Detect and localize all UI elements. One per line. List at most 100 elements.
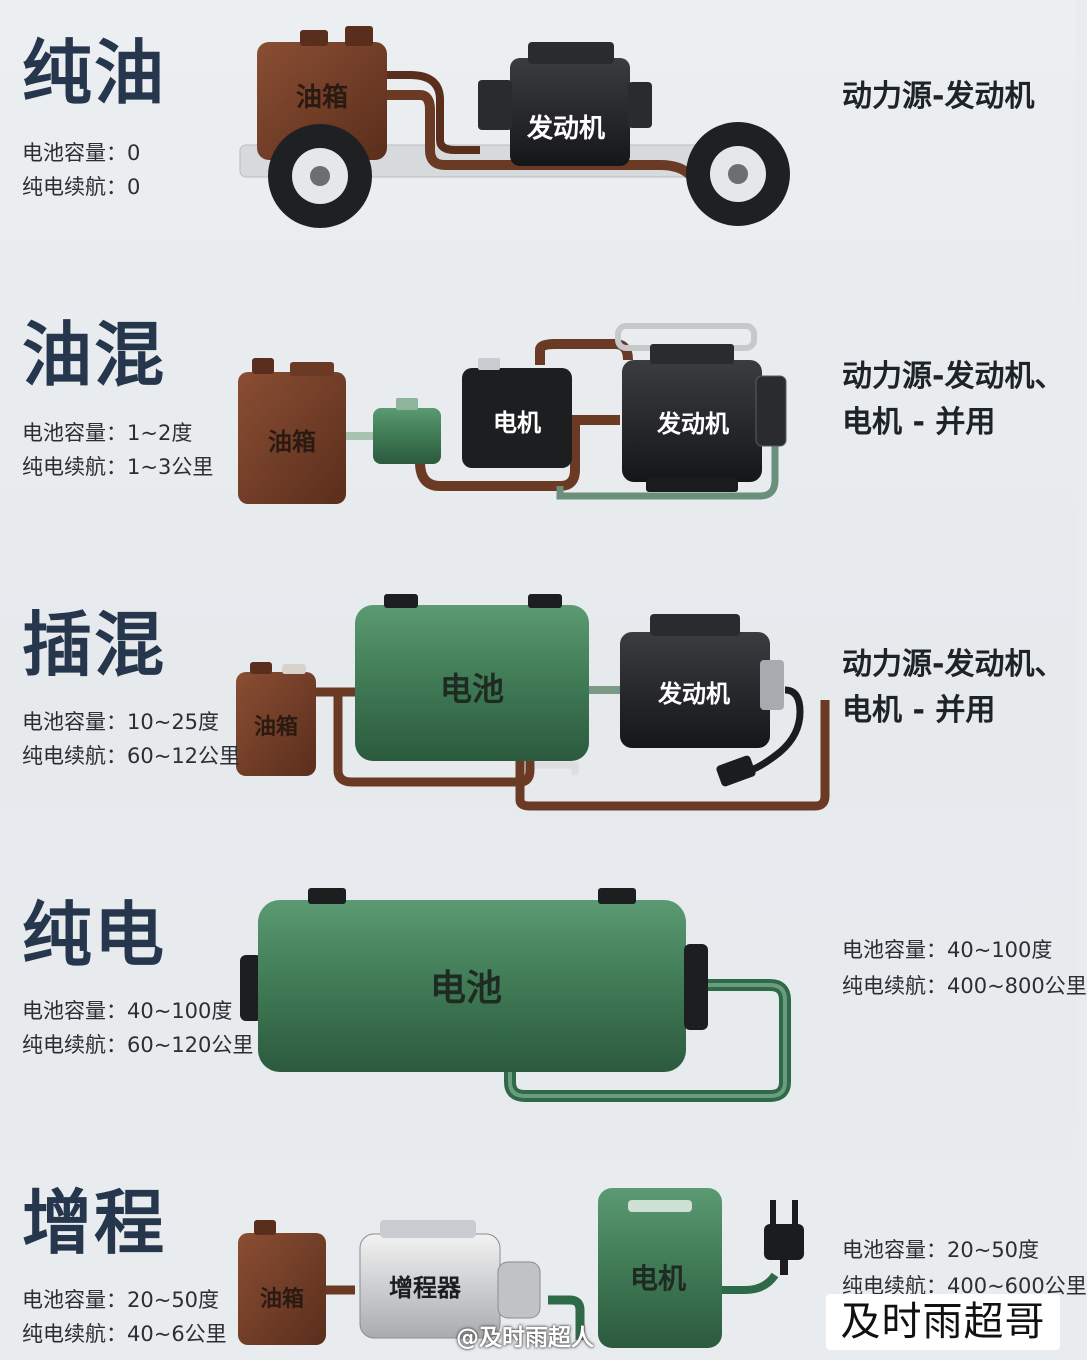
fuel-tank-cap bbox=[300, 30, 328, 46]
power-line-highlight bbox=[508, 983, 787, 1098]
section-3-specs: 电池容量：10~25度 纯电续航：60~12公里 bbox=[22, 705, 240, 773]
small-battery-terminal bbox=[396, 398, 418, 410]
battery-pack bbox=[355, 605, 589, 761]
battery-capacity: 电池容量：0 bbox=[22, 141, 141, 165]
section-1-power: 动力源-发动机 bbox=[842, 74, 1034, 120]
fuel-tank-label: 油箱 bbox=[254, 714, 298, 740]
engine-side bbox=[760, 660, 784, 710]
fuel-tank bbox=[238, 1233, 326, 1345]
engine-label: 发动机 bbox=[526, 113, 605, 144]
motor-handle bbox=[628, 1200, 692, 1212]
section-5-specs: 电池容量：20~50度 纯电续航：40~6公里 bbox=[22, 1283, 227, 1351]
watermark: @及时雨超人 bbox=[456, 1325, 594, 1351]
battery-capacity: 电池容量：40~100度 bbox=[842, 938, 1053, 962]
battery-capacity: 电池容量：20~50度 bbox=[842, 1238, 1040, 1262]
motor-label: 电机 bbox=[493, 409, 541, 437]
fuel-tank bbox=[257, 42, 387, 160]
engine-block bbox=[620, 632, 770, 748]
section-1-specs: 电池容量：0 纯电续航：0 bbox=[22, 136, 140, 204]
power-source: 动力源-发动机、 bbox=[842, 359, 1065, 394]
fuel-tank bbox=[238, 372, 346, 504]
power-line-top bbox=[535, 339, 633, 365]
plug-cord bbox=[744, 686, 804, 776]
signature-badge: 及时雨超哥 bbox=[826, 1294, 1060, 1350]
electric-range: 纯电续航：60~120公里 bbox=[22, 1033, 254, 1057]
battery-terminal bbox=[598, 888, 636, 904]
battery-terminal bbox=[308, 888, 346, 904]
motor-block bbox=[598, 1188, 722, 1348]
range-extender-side bbox=[497, 1261, 541, 1319]
fuel-return-line bbox=[333, 692, 535, 787]
wheel-center bbox=[728, 164, 748, 184]
fuel-tank-cap bbox=[345, 26, 373, 46]
plug-head bbox=[716, 755, 756, 787]
section-title-pure-oil: 纯油 bbox=[22, 32, 166, 114]
fuel-tank-label: 油箱 bbox=[296, 82, 348, 113]
engine-side bbox=[478, 80, 512, 130]
electric-range: 纯电续航：1~3公里 bbox=[22, 455, 214, 479]
small-battery bbox=[373, 408, 441, 464]
motor-terminal bbox=[478, 358, 500, 370]
battery-label: 电池 bbox=[440, 670, 504, 708]
engine-head bbox=[650, 614, 740, 636]
electric-range: 纯电续航：40~6公里 bbox=[22, 1322, 227, 1346]
plug-prong bbox=[792, 1200, 798, 1226]
battery-capacity: 电池容量：20~50度 bbox=[22, 1288, 220, 1312]
section-3-power: 动力源-发动机、 电机 - 并用 bbox=[842, 642, 1064, 734]
fuel-tank-cap bbox=[250, 662, 272, 674]
power-mode: 电机 - 并用 bbox=[842, 693, 996, 728]
section-2-specs: 电池容量：1~2度 纯电续航：1~3公里 bbox=[22, 416, 213, 484]
engine-head bbox=[650, 344, 734, 364]
section-1-art: 油箱 发动机 bbox=[239, 26, 790, 228]
engine-block bbox=[622, 360, 762, 482]
fuel-pipe-2 bbox=[385, 71, 480, 154]
engine-side bbox=[628, 82, 652, 128]
battery-terminal bbox=[528, 594, 562, 608]
coolant-line bbox=[556, 440, 779, 500]
section-title-plugin-hybrid: 插混 bbox=[22, 604, 166, 686]
power-line bbox=[515, 700, 830, 811]
engine-fan bbox=[755, 375, 787, 447]
electric-range: 纯电续航：400~800公里 bbox=[842, 974, 1087, 998]
motor-block bbox=[462, 368, 572, 468]
section-4-art: 电池 bbox=[240, 888, 791, 1102]
wheel-center bbox=[310, 166, 330, 186]
battery-label: 电池 bbox=[430, 968, 502, 1009]
battery-side-cap bbox=[684, 944, 708, 1030]
electric-range: 纯电续航：0 bbox=[22, 175, 141, 199]
section-title-oil-hybrid: 油混 bbox=[22, 314, 166, 396]
engine-label: 发动机 bbox=[657, 680, 730, 708]
fuel-tank-label: 油箱 bbox=[260, 1286, 304, 1312]
section-2-power: 动力源-发动机、 电机 - 并用 bbox=[842, 354, 1064, 446]
battery-terminal bbox=[384, 594, 418, 608]
battery-side-cap bbox=[240, 955, 262, 1021]
section-4-specs: 电池容量：40~100度 纯电续航：60~120公里 bbox=[22, 994, 253, 1062]
fuel-tank bbox=[236, 672, 316, 776]
plug-cord bbox=[720, 1272, 779, 1294]
battery-capacity: 电池容量：10~25度 bbox=[22, 710, 220, 734]
range-extender-label: 增程器 bbox=[389, 1274, 462, 1302]
fuel-pipe bbox=[385, 90, 694, 179]
battery-pack bbox=[258, 900, 686, 1072]
power-mode: 电机 - 并用 bbox=[842, 405, 996, 440]
battery-capacity: 电池容量：40~100度 bbox=[22, 999, 233, 1023]
battery-capacity: 电池容量：1~2度 bbox=[22, 421, 193, 445]
cable-line bbox=[535, 761, 579, 775]
section-title-range-extender: 增程 bbox=[22, 1182, 166, 1264]
engine-block bbox=[510, 58, 630, 166]
motor-label: 电机 bbox=[630, 1262, 686, 1295]
fuel-tank-label: 油箱 bbox=[268, 428, 316, 456]
fuel-tank-cap bbox=[282, 664, 306, 674]
fuel-tank-cap bbox=[290, 362, 334, 376]
engine-label: 发动机 bbox=[656, 410, 729, 438]
power-line bbox=[548, 1295, 585, 1340]
section-title-pure-electric: 纯电 bbox=[22, 894, 166, 976]
plug-head bbox=[764, 1224, 804, 1260]
power-source: 动力源-发动机、 bbox=[842, 647, 1065, 682]
engine-base bbox=[646, 478, 738, 492]
fuel-tank-cap bbox=[254, 1220, 276, 1235]
section-4-right-specs: 电池容量：40~100度 纯电续航：400~800公里 bbox=[842, 932, 1087, 1004]
engine-head bbox=[528, 42, 614, 64]
